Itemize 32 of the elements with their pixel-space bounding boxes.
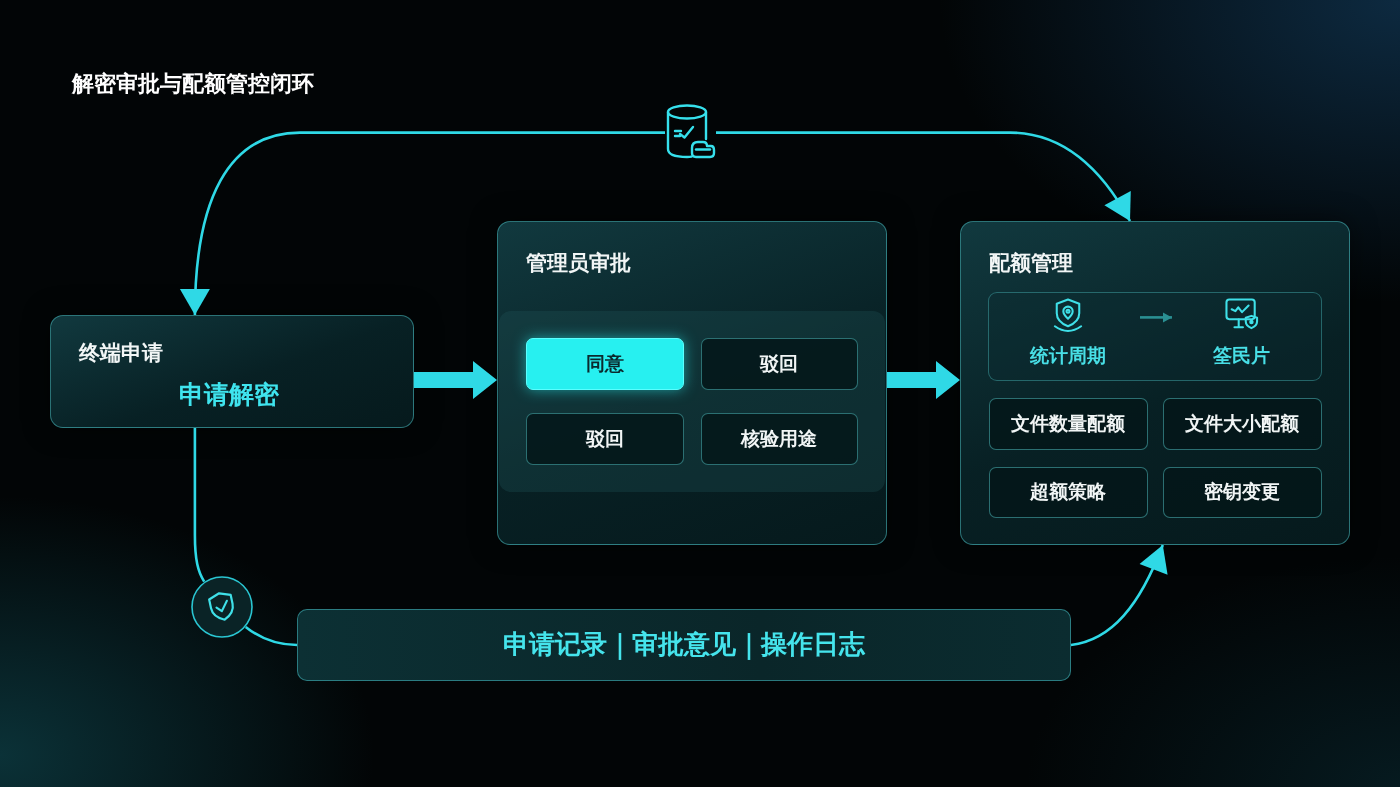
arrow — [1140, 312, 1172, 323]
item-label: 筌民片 — [1213, 343, 1270, 367]
step-card — [50, 315, 414, 428]
shield-check-icon — [191, 576, 253, 638]
option-button: 核验用途 — [700, 412, 858, 465]
inner-panel — [498, 310, 885, 492]
arrow — [1070, 544, 1168, 647]
item-label: 统计周期 — [1029, 343, 1106, 367]
info-bar — [297, 609, 1071, 681]
connector-line — [244, 625, 298, 647]
option-button: 文件数量配额 — [988, 397, 1148, 450]
card-subtitle: 申请解密 — [179, 380, 279, 410]
arrow — [716, 131, 1132, 222]
option-button: 同意 — [525, 337, 684, 390]
arrow — [180, 131, 665, 316]
bar-text: 申请记录｜审批意见｜操作日志 — [503, 629, 865, 661]
block-arrow — [887, 361, 960, 400]
step-card — [960, 221, 1350, 545]
step-card — [497, 221, 887, 545]
database-icon — [665, 104, 716, 159]
inner-panel — [987, 291, 1322, 381]
option-button: 驳回 — [700, 337, 858, 390]
option-button: 驳回 — [525, 412, 684, 465]
title: 解密审批与配额管控闭环 — [72, 71, 314, 98]
connector-line — [193, 428, 206, 583]
block-arrow — [414, 361, 497, 400]
option-button: 超额策略 — [988, 466, 1148, 518]
card-heading: 终端申请 — [79, 341, 163, 367]
option-button: 文件大小配额 — [1162, 397, 1322, 450]
card-heading: 配额管理 — [989, 251, 1073, 277]
option-button: 密钥变更 — [1162, 466, 1322, 518]
card-heading: 管理员审批 — [526, 251, 631, 277]
